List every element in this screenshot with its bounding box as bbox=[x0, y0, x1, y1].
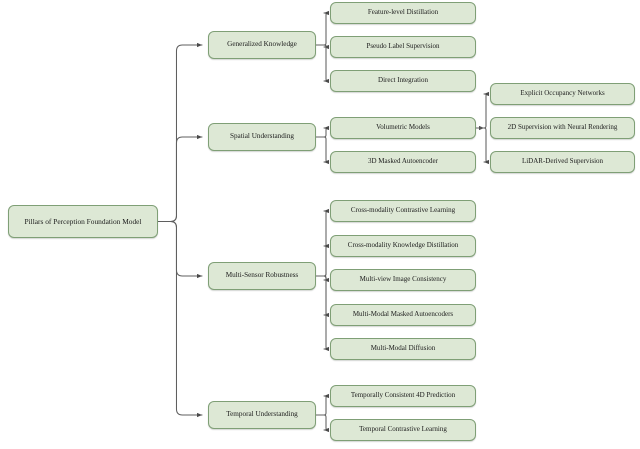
node-volumetric-models[interactable]: Volumetric Models bbox=[330, 117, 476, 139]
edge-generalized-knowledge-to-feature-level-distillation bbox=[315, 10, 330, 46]
node-cross-modality-contrastive-learning[interactable]: Cross-modality Contrastive Learning bbox=[330, 200, 476, 222]
node-feature-level-distillation[interactable]: Feature-level Distillation bbox=[330, 2, 476, 24]
edge-temporal-understanding-to-temporal-contrastive-learning bbox=[315, 414, 330, 433]
node-3d-masked-autoencoder[interactable]: 3D Masked Autoencoder bbox=[330, 151, 476, 173]
edge-spatial-understanding-to-volumetric-models bbox=[315, 125, 330, 138]
node-label: Cross-modality Knowledge Distillation bbox=[347, 241, 459, 250]
node-label: Multi-Modal Masked Autoencoders bbox=[352, 310, 454, 319]
node-label: Temporal Contrastive Learning bbox=[359, 425, 447, 434]
edge-root-to-multi-sensor-robustness bbox=[157, 220, 203, 279]
node-spatial-understanding[interactable]: Spatial Understanding bbox=[208, 123, 316, 151]
node-label: Spatial Understanding bbox=[229, 132, 295, 141]
edge-spatial-understanding-to-3d-masked-autoencoder bbox=[315, 136, 330, 165]
edge-root-to-generalized-knowledge bbox=[157, 42, 203, 223]
edge-root-to-spatial-understanding bbox=[157, 134, 203, 223]
edge-volumetric-models-to-explicit-occupancy-networks bbox=[475, 91, 490, 129]
node-label: Volumetric Models bbox=[376, 123, 430, 132]
node-lidar-derived-supervision[interactable]: LiDAR-Derived Supervision bbox=[490, 151, 635, 173]
node-label: Pseudo Label Supervision bbox=[366, 42, 440, 51]
node-label: 2D Supervision with Neural Rendering bbox=[507, 123, 618, 132]
node-label: Cross-modality Contrastive Learning bbox=[350, 206, 456, 215]
node-generalized-knowledge[interactable]: Generalized Knowledge bbox=[208, 31, 316, 59]
edge-generalized-knowledge-to-direct-integration bbox=[315, 44, 330, 84]
node-label: Temporal Understanding bbox=[226, 410, 298, 419]
edge-volumetric-models-to-lidar-derived-supervision bbox=[475, 127, 490, 165]
node-multi-sensor-robustness[interactable]: Multi-Sensor Robustness bbox=[208, 262, 316, 290]
node-label: Multi-view Image Consistency bbox=[359, 275, 447, 284]
node-temporal-understanding[interactable]: Temporal Understanding bbox=[208, 401, 316, 429]
edge-multi-sensor-robustness-to-multi-modal-diffusion bbox=[315, 275, 330, 352]
node-explicit-occupancy-networks[interactable]: Explicit Occupancy Networks bbox=[490, 83, 635, 105]
node-label: Generalized Knowledge bbox=[227, 40, 297, 49]
node-label: Multi-Modal Diffusion bbox=[370, 344, 436, 353]
node-multi-modal-diffusion[interactable]: Multi-Modal Diffusion bbox=[330, 338, 476, 360]
node-label: Multi-Sensor Robustness bbox=[225, 271, 299, 280]
node-label: Direct Integration bbox=[378, 76, 428, 85]
node-label: 3D Masked Autoencoder bbox=[368, 157, 438, 166]
node-2d-supervision-with-neural-rendering[interactable]: 2D Supervision with Neural Rendering bbox=[490, 117, 635, 139]
node-cross-modality-knowledge-distillation[interactable]: Cross-modality Knowledge Distillation bbox=[330, 235, 476, 257]
node-direct-integration[interactable]: Direct Integration bbox=[330, 70, 476, 92]
node-multi-modal-masked-autoencoders[interactable]: Multi-Modal Masked Autoencoders bbox=[330, 304, 476, 326]
edge-multi-sensor-robustness-to-cross-modality-knowledge-distillation bbox=[315, 243, 330, 277]
edge-root-to-temporal-understanding bbox=[157, 220, 203, 418]
node-temporally-consistent-4d-prediction[interactable]: Temporally Consistent 4D Prediction bbox=[330, 385, 476, 407]
node-pillars-of-perception-foundation-model[interactable]: Pillars of Perception Foundation Model bbox=[8, 205, 158, 238]
node-pseudo-label-supervision[interactable]: Pseudo Label Supervision bbox=[330, 36, 476, 58]
edge-temporal-understanding-to-temporally-consistent-4d-prediction bbox=[315, 393, 330, 416]
node-label: Explicit Occupancy Networks bbox=[520, 89, 605, 98]
node-label: LiDAR-Derived Supervision bbox=[521, 157, 604, 166]
node-label: Feature-level Distillation bbox=[367, 8, 439, 17]
node-temporal-contrastive-learning[interactable]: Temporal Contrastive Learning bbox=[330, 419, 476, 441]
node-label: Pillars of Perception Foundation Model bbox=[24, 216, 142, 226]
node-label: Temporally Consistent 4D Prediction bbox=[350, 391, 456, 400]
node-multi-view-image-consistency[interactable]: Multi-view Image Consistency bbox=[330, 269, 476, 291]
